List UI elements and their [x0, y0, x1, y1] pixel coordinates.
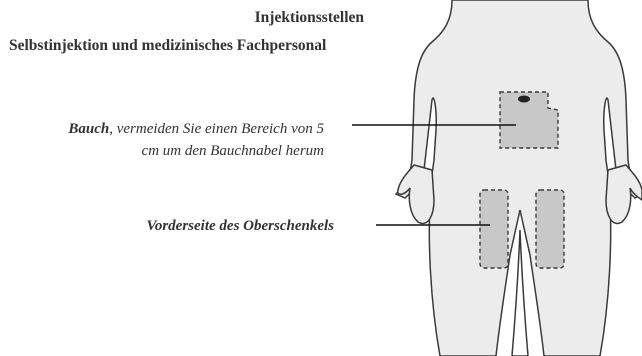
right-hand — [606, 165, 642, 223]
leg-gap — [512, 230, 528, 356]
left-hand — [398, 165, 434, 223]
left-thigh-injection-zone — [480, 190, 508, 268]
navel-icon — [518, 96, 530, 103]
right-thigh-injection-zone — [536, 190, 564, 268]
